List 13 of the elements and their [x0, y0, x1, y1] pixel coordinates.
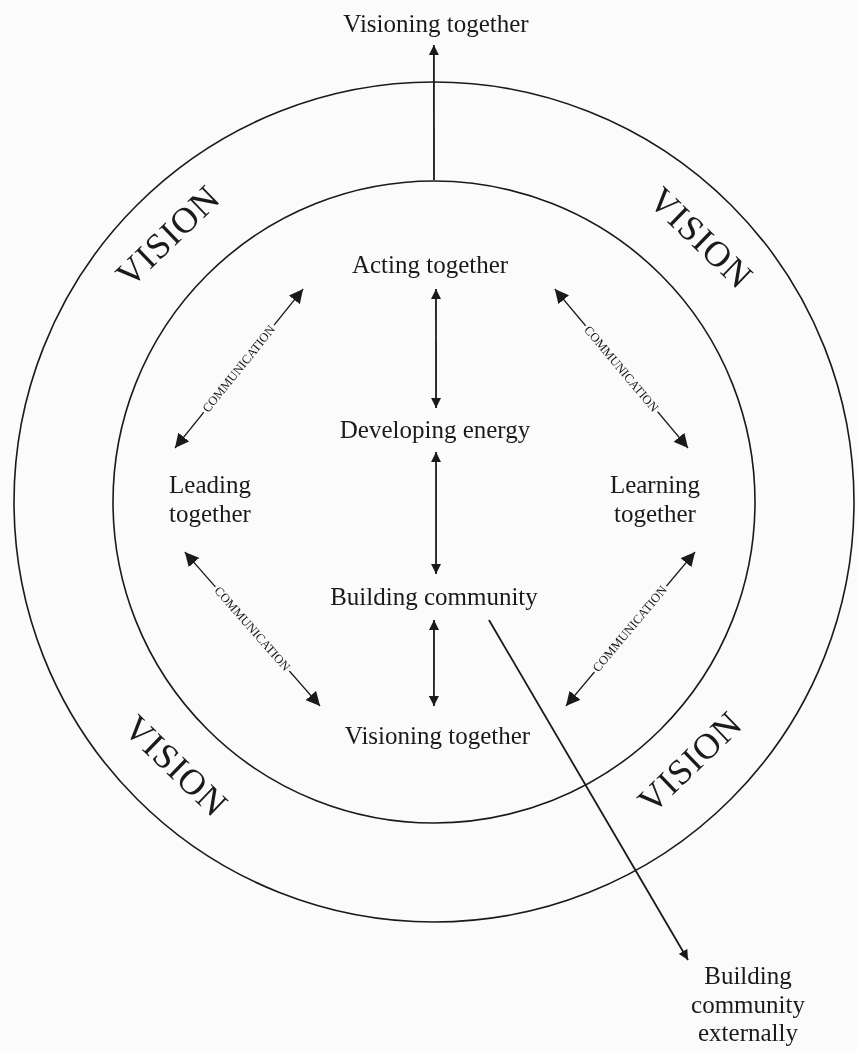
double-arrow — [431, 288, 442, 409]
concept-label: Learning together — [608, 471, 702, 529]
arrow — [428, 44, 439, 181]
double-arrow — [431, 451, 442, 575]
concept-label: Visioning together — [344, 721, 531, 751]
concept-label: Developing energy — [339, 415, 531, 445]
concept-label: Building community — [330, 582, 538, 612]
concept-label: Visioning together — [343, 10, 529, 39]
arrow — [488, 619, 689, 961]
concept-label: Leading together — [168, 471, 252, 529]
concept-label: Acting together — [351, 251, 509, 280]
concept-label: Building community externally — [690, 961, 806, 1049]
double-arrow — [428, 619, 439, 707]
